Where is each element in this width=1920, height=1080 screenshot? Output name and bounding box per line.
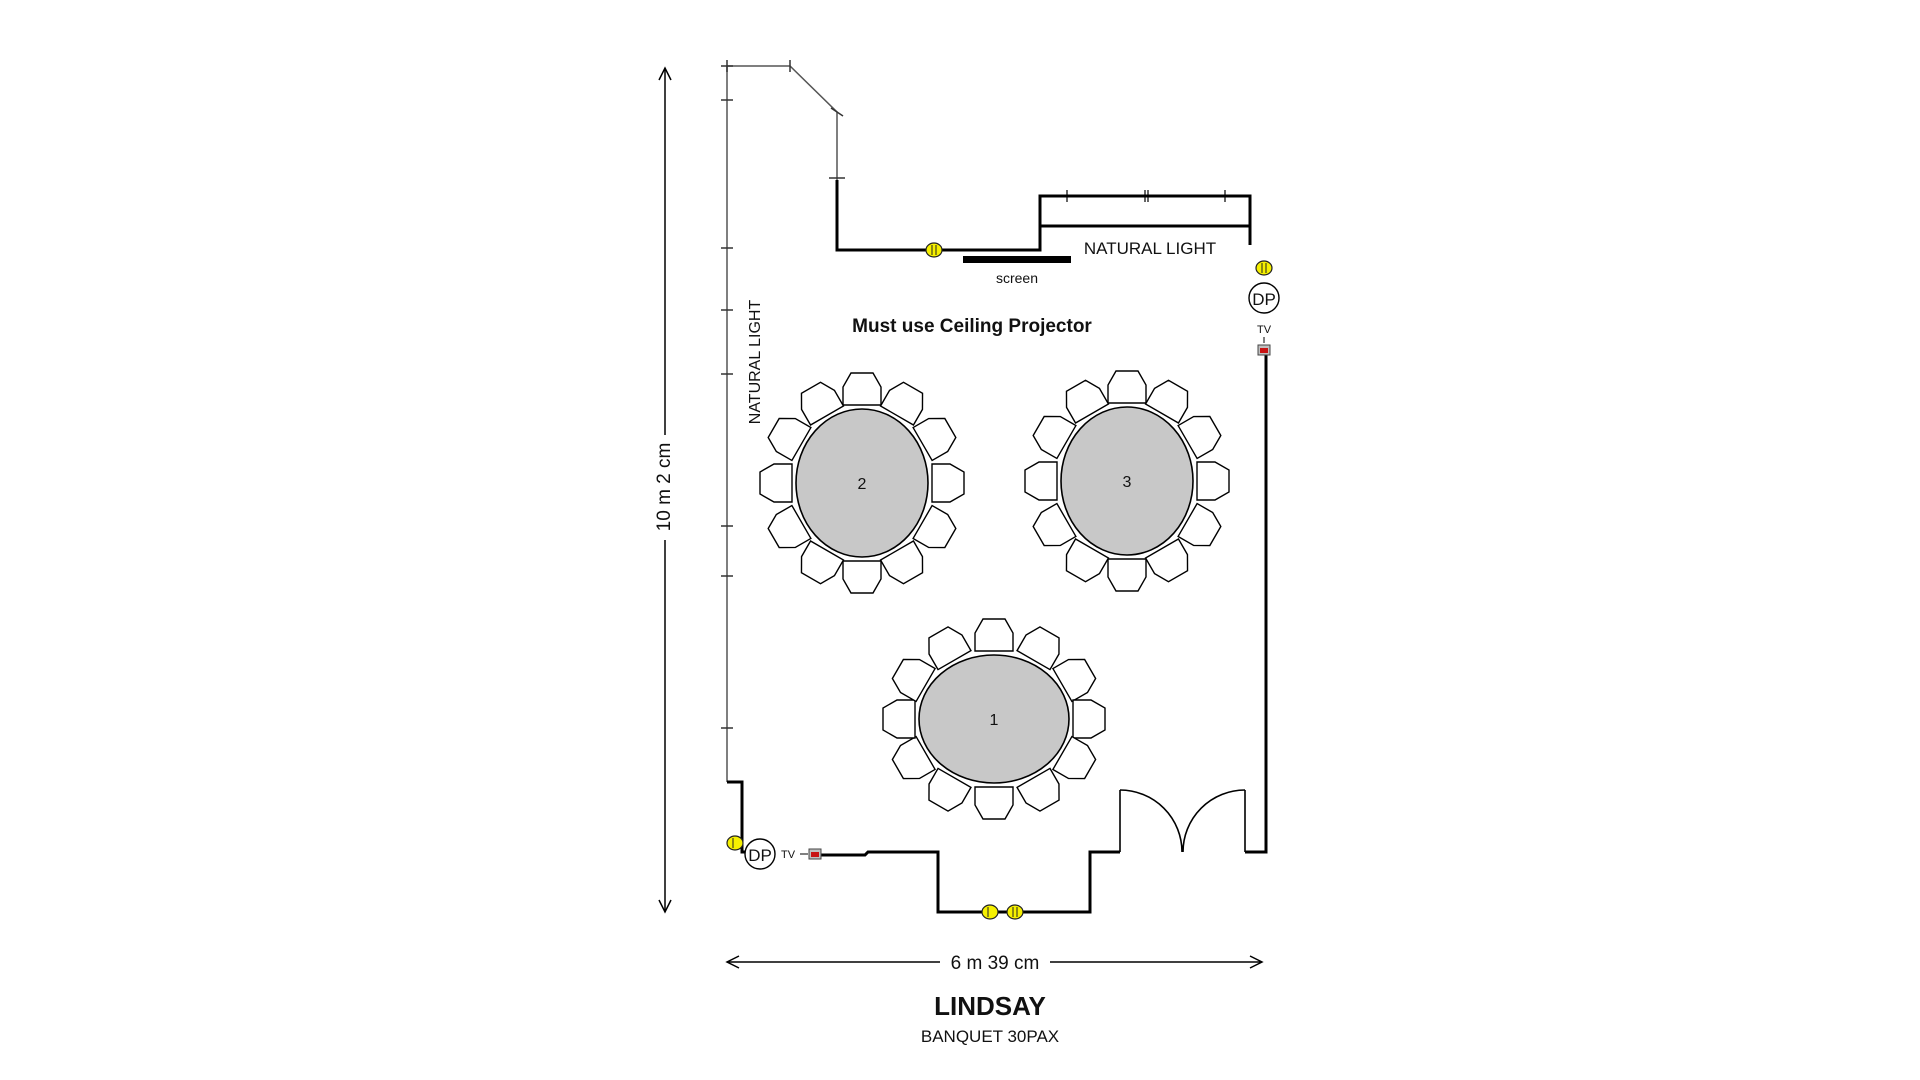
chair [800,540,845,585]
chair [1065,379,1110,424]
natural-light-top-label: NATURAL LIGHT [1084,239,1216,258]
dp-label-left: DP [748,846,772,865]
chair [1051,658,1097,703]
chair [891,735,937,780]
chair [1144,379,1189,424]
chair [1016,626,1060,671]
outlet-bottom-2 [1006,904,1024,920]
room-subtitle: BANQUET 30PAX [921,1027,1059,1046]
chair [800,381,845,426]
dimension-width: 6 m 39 cm [725,953,1264,974]
table-top [918,654,1070,784]
chair [928,767,972,812]
chair [1051,735,1097,780]
chair [842,372,882,406]
tv-label-left: TV [781,849,796,861]
chair [1024,461,1058,501]
ceiling-projector-note: Must use Ceiling Projector [852,316,1092,337]
chair [974,786,1014,820]
chair [1177,502,1222,547]
outlet-left [726,835,744,851]
outlet-bottom-1 [981,904,999,920]
table-top [1060,406,1194,556]
table-3: 3 [1024,370,1230,592]
chair [842,560,882,594]
dimension-width-label: 6 m 39 cm [951,953,1040,974]
tables: 1 2 3 [759,370,1230,820]
chair [1072,699,1106,739]
room-name: LINDSAY [934,991,1046,1021]
dimension-height: 10 m 2 cm [654,66,675,914]
chair [1107,558,1147,592]
dimension-height-label: 10 m 2 cm [654,443,675,532]
chair [1032,415,1077,460]
dp-label-right: DP [1252,290,1276,309]
chair [882,699,916,739]
chair [974,618,1014,652]
chair [1032,502,1077,547]
chair [879,381,924,426]
table-number-label: 3 [1123,474,1132,491]
window-outline [721,60,845,782]
dp-tv-right: DP TV [1248,282,1280,356]
table-1: 1 [882,618,1106,820]
chair [931,463,965,503]
table-number-label: 1 [990,712,999,729]
chair [759,463,793,503]
table-top [795,408,929,558]
outlet-top [925,242,943,258]
room-walls [727,180,1268,914]
chair [1144,538,1189,583]
chair [912,504,957,549]
chair [1107,370,1147,404]
tv-label-right: TV [1257,324,1272,336]
chair [879,540,924,585]
double-door [1119,789,1246,853]
chair [1196,461,1230,501]
chair [1065,538,1110,583]
chair [891,658,937,703]
dp-tv-left: DP TV [744,838,822,870]
table-2: 2 [759,372,965,594]
natural-light-left-label: NATURAL LIGHT [747,300,764,425]
chair [767,417,812,462]
chair [767,504,812,549]
power-outlets [726,242,1273,920]
chair [928,626,972,671]
projector-screen: screen [963,256,1071,286]
chair [1016,767,1060,812]
chair [1177,415,1222,460]
chair [912,417,957,462]
table-number-label: 2 [858,476,867,493]
outlet-right [1255,260,1273,276]
screen-label: screen [996,270,1038,286]
